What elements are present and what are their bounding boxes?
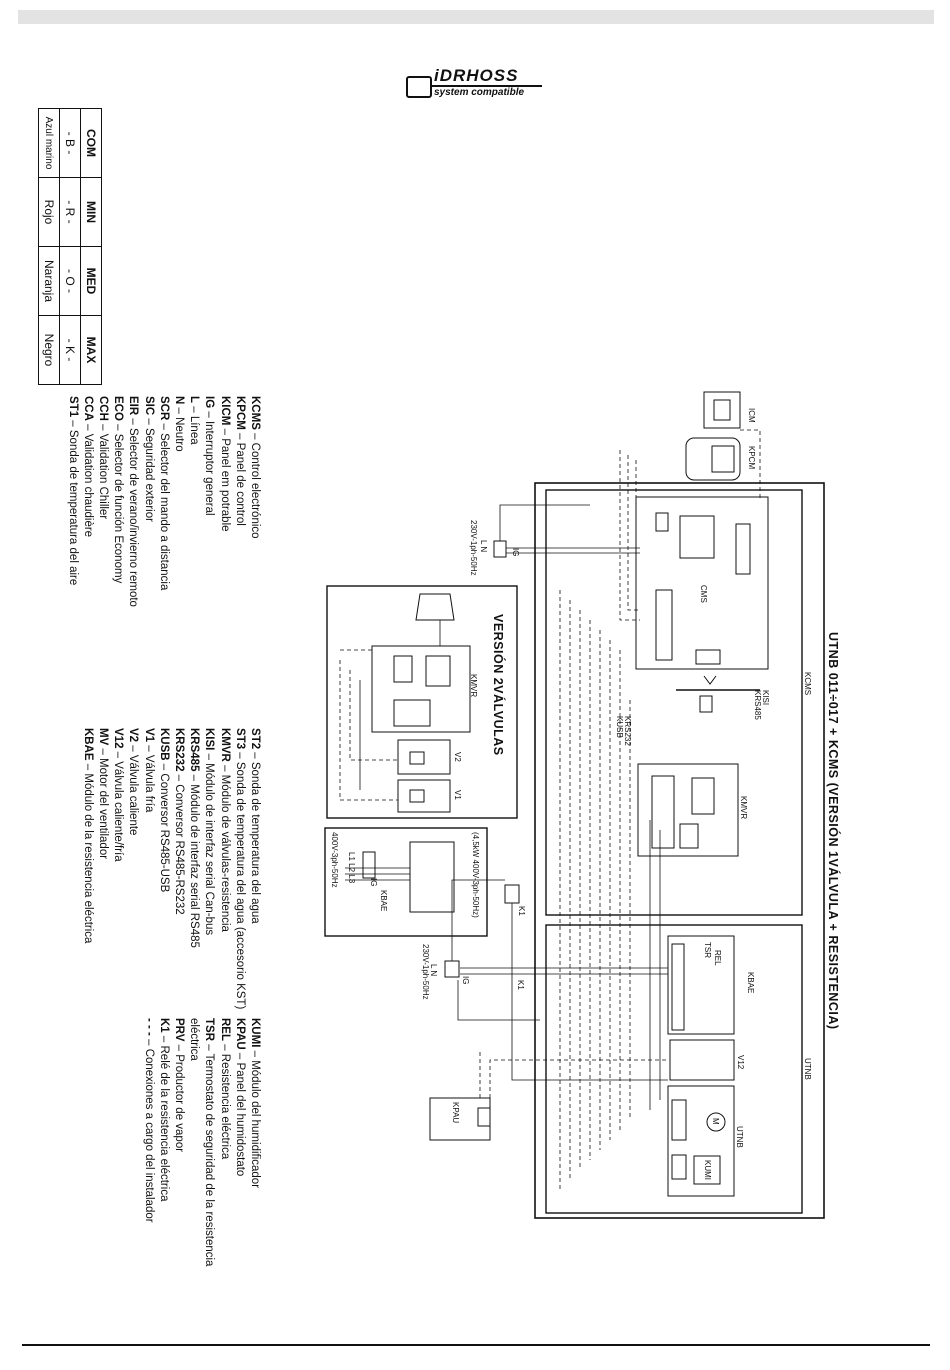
version2-frame [326, 585, 518, 819]
line-neutral-label: L N [479, 540, 488, 553]
kmvr-board [637, 763, 739, 857]
top-header-bar [18, 10, 934, 24]
kbae-400v-frame [324, 827, 488, 937]
ig-label-a: IG [511, 548, 520, 557]
logo-brand: iDRHOSS [434, 66, 519, 85]
kumi-label: KUMI [703, 1160, 712, 1180]
v2-box [397, 739, 451, 775]
icm-label: ICM [747, 408, 756, 423]
kbae-400v-label: KBAE [379, 890, 388, 912]
kpau-box [429, 1097, 491, 1141]
kcms-frame [545, 489, 803, 916]
utnb-outer-frame [534, 482, 825, 1219]
kpcm-label: KPCM [747, 446, 756, 470]
kpau-label: KPAU [451, 1102, 460, 1124]
wiring-lines [339, 429, 761, 1190]
bottom-divider [22, 1344, 930, 1346]
v1-label: V1 [453, 790, 462, 800]
v12-box [669, 1039, 735, 1081]
version2-title: VERSIÓN 2VÁLVULAS [491, 614, 505, 756]
v1-box [397, 779, 451, 813]
icm-device [703, 391, 741, 429]
cms-label: CMS [699, 585, 708, 603]
k1-label-b: K1 [516, 980, 525, 990]
motor-label: M [711, 1118, 720, 1125]
supply-400v-label: 400V-3ph-50Hz [330, 832, 339, 888]
k1-label: K1 [517, 906, 526, 916]
tsr-label: TSR [703, 942, 712, 958]
k1-relay [504, 884, 520, 904]
krs232-label: KRS232 [623, 716, 632, 746]
kcms-label: KCMS [803, 672, 812, 696]
supply-230v-label-a: 230V-1ph-50Hz [469, 520, 478, 576]
v12-label: V12 [736, 1055, 745, 1070]
kpcm-device [685, 437, 741, 481]
line-neutral-label-b: L N [429, 964, 438, 977]
utnb-frame [545, 924, 803, 1214]
kbae-label: KBAE [746, 972, 755, 994]
kisi-label: KISI [761, 690, 770, 706]
utnb-motor-box [667, 1085, 735, 1197]
l1l2l3-label: L1 L2 L3 [347, 852, 356, 884]
logo-emblem-icon [406, 76, 432, 98]
utnb-label: UTNB [735, 1126, 744, 1148]
diagram-title: UTNB 011÷017 + KCMS (VERSIÓN 1VÁLVULA + … [826, 632, 840, 1030]
kbae-box [667, 935, 735, 1035]
utnb-frame-label: UTNB [803, 1058, 812, 1080]
ig-label-c: IG [369, 878, 378, 887]
kusb-label: KUSB [615, 716, 624, 738]
idrhoss-logo: iDRHOSS system compatible [406, 66, 546, 106]
v2-label: V2 [453, 752, 462, 762]
kmvr-label: KMVR [739, 796, 748, 820]
logo-tagline: system compatible [434, 87, 525, 98]
ig-label-b: IG [461, 976, 470, 985]
rel-label: REL [713, 950, 722, 966]
kmvr-v2-label: KMVR [469, 674, 478, 698]
kbae-spec-label: (4,5kW 400V-3ph-50Hz) [471, 832, 480, 918]
krs485-label: KRS485 [753, 690, 762, 720]
